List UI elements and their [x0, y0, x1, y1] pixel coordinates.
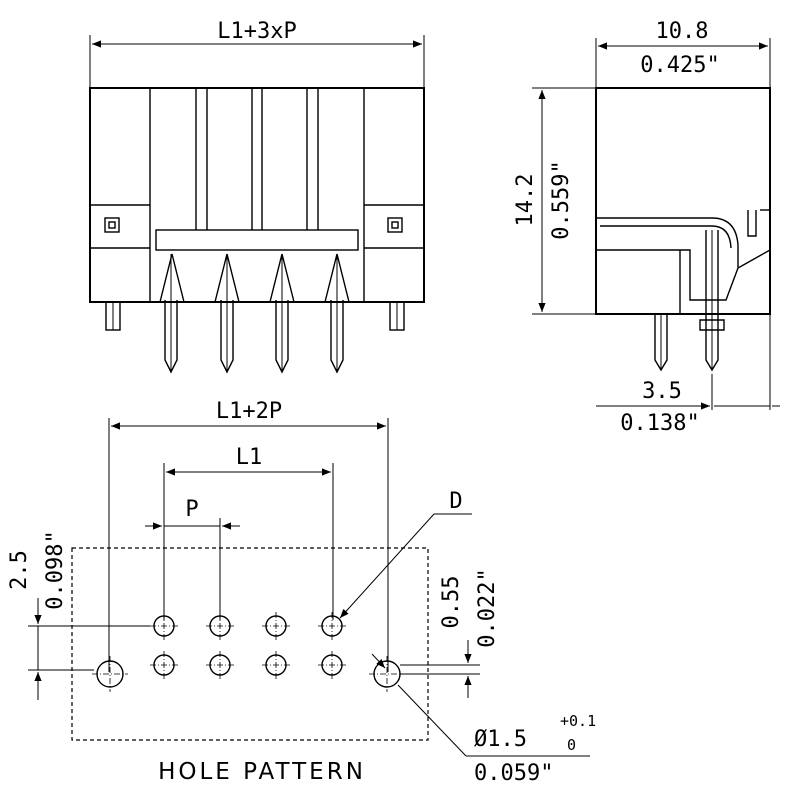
hole-span-label: L1+2P [216, 399, 282, 424]
pin-offset-mm: 3.5 [642, 379, 682, 404]
side-width-in: 0.425" [640, 53, 719, 78]
small-offset-in: 0.022" [475, 568, 500, 647]
side-height-mm: 14.2 [513, 174, 538, 227]
hole-l1-label: L1 [236, 445, 263, 470]
side-height-in: 0.559" [549, 160, 574, 239]
front-width-label: L1+3xP [217, 19, 296, 44]
hole-pitch-label: P [185, 497, 198, 522]
hole-pattern-title: HOLE PATTERN [158, 759, 366, 785]
holes-top-row [153, 615, 343, 637]
row-offset-in: 0.098" [43, 530, 68, 609]
pin-offset-in: 0.138" [620, 411, 699, 436]
row-offset-mm: 2.5 [7, 550, 32, 590]
hole-pattern: L1+2P L1 P 2.5 0.098" [7, 399, 596, 786]
hole-diameter: Ø1.5 [474, 727, 527, 752]
front-view: L1+3xP [89, 19, 425, 374]
hole-diameter-in: 0.059" [474, 761, 553, 786]
tolerance-plus: +0.1 [560, 712, 596, 730]
small-offset-mm: 0.55 [439, 576, 464, 629]
side-view: 10.8 0.425" 14.2 0.559" 3.5 0.138" [513, 19, 780, 436]
tolerance-minus: 0 [567, 736, 576, 754]
side-width-mm: 10.8 [656, 19, 709, 44]
front-pins [159, 253, 350, 374]
diameter-callout: D [449, 489, 462, 514]
holes-bottom-row [153, 654, 343, 676]
